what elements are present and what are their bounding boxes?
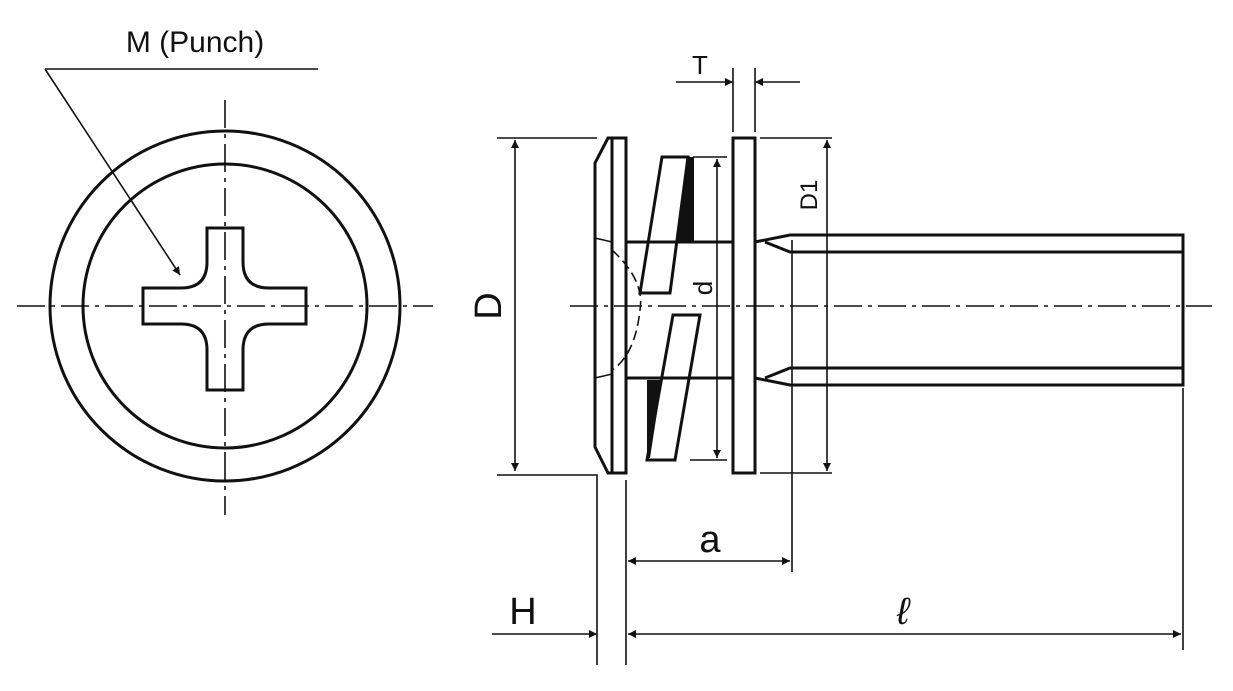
spring-washer-section-lower [647, 380, 662, 458]
spring-washer-section-upper [678, 157, 694, 242]
thread-lines [764, 240, 1183, 380]
label-d: d [688, 281, 718, 295]
label-H: H [509, 591, 536, 633]
head-outer-circle [48, 129, 402, 483]
head-chamfer-upper [594, 237, 613, 243]
screw-shank [754, 233, 1185, 387]
head-chamfer-lower [594, 373, 613, 379]
label-T: T [692, 50, 708, 80]
head-underside-hidden [611, 249, 642, 371]
label-a: a [699, 519, 721, 561]
label-D1: D1 [796, 180, 823, 211]
punch-label: M (Punch) [126, 26, 264, 59]
label-D: D [468, 292, 510, 319]
side-view: D d D1 T a H ℓ [468, 50, 1212, 665]
label-length: ℓ [896, 591, 911, 633]
screw-head [593, 136, 628, 475]
leader-arrow [44, 68, 181, 276]
phillips-recess [141, 226, 308, 392]
spring-washer-upper [638, 155, 690, 295]
extension-line [497, 474, 598, 665]
top-view: M (Punch) [17, 26, 433, 515]
